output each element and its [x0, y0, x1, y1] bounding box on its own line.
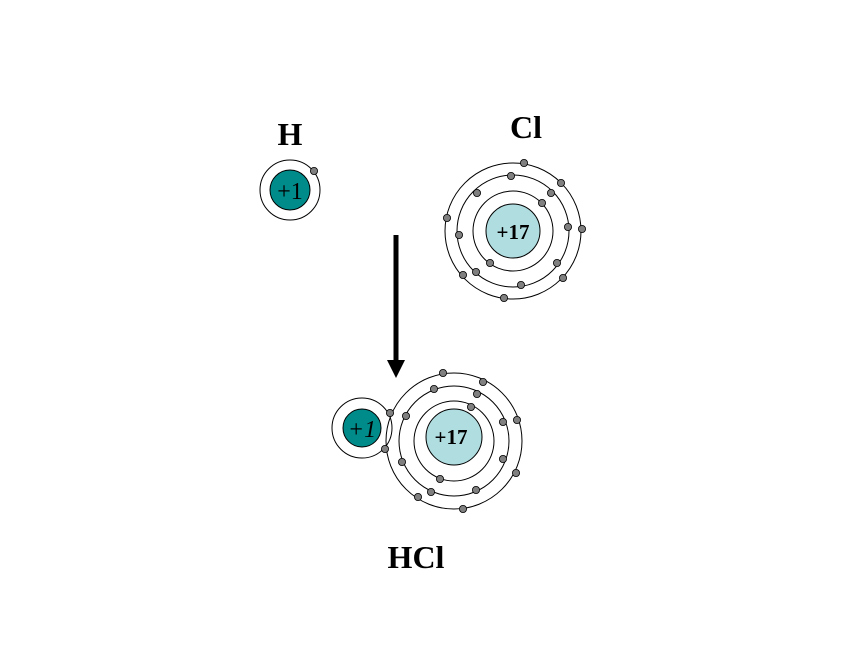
- electron: [413, 492, 422, 501]
- molecule-cl-nucleus: [425, 408, 483, 466]
- hydrogen-charge: +1: [277, 179, 303, 205]
- electron: [506, 171, 515, 180]
- electron: [471, 485, 480, 494]
- electron: [485, 258, 494, 267]
- electron: [401, 411, 410, 420]
- hydrogen-label: H: [277, 116, 303, 152]
- electron: [517, 280, 526, 289]
- electron: [553, 258, 562, 267]
- molecule-cl-orbit-outer: [385, 372, 523, 510]
- electron: [466, 402, 475, 411]
- electron: [429, 384, 438, 393]
- electron: [547, 188, 556, 197]
- hydrogen-orbit: [259, 159, 321, 221]
- electron: [471, 267, 480, 276]
- electron: [472, 188, 481, 197]
- electron: [520, 158, 529, 167]
- chlorine-atom: +17: [442, 158, 587, 302]
- reaction-arrow: [387, 235, 405, 378]
- chlorine-orbit-inner: [472, 190, 554, 272]
- electron: [512, 468, 521, 477]
- electron: [397, 457, 406, 466]
- electron: [564, 222, 573, 231]
- molecule-h-nucleus: [342, 408, 382, 448]
- hydrogen-nucleus: [269, 169, 311, 211]
- electron: [458, 504, 467, 513]
- chlorine-nucleus: [485, 203, 541, 259]
- electron: [538, 198, 547, 207]
- molecule-h-orbit: [331, 397, 393, 459]
- electron: [499, 293, 508, 302]
- electron: [454, 230, 463, 239]
- hcl-molecule: +1 +17: [331, 368, 523, 513]
- electron: [472, 389, 481, 398]
- molecule-cl-charge: +17: [435, 425, 468, 449]
- electron: [458, 270, 467, 279]
- electron: [426, 487, 435, 496]
- electron: [478, 377, 487, 386]
- chlorine-charge: +17: [497, 220, 530, 244]
- molecule-cl-orbit-inner: [413, 400, 495, 482]
- electron: [513, 415, 522, 424]
- shared-electron: [385, 408, 394, 417]
- electron: [438, 368, 447, 377]
- shared-electron: [380, 444, 389, 453]
- electron: [435, 474, 444, 483]
- electron: [442, 213, 451, 222]
- electron: [557, 178, 566, 187]
- molecule-h-charge: +1: [348, 417, 376, 443]
- molecule-cl-orbit-middle: [398, 385, 510, 497]
- chlorine-electrons: [442, 158, 587, 302]
- electron: [498, 417, 507, 426]
- chlorine-label: Cl: [510, 109, 542, 145]
- hydrogen-atom: +1: [259, 159, 321, 221]
- arrow-head: [387, 360, 405, 378]
- hcl-label: HCl: [387, 539, 445, 575]
- hydrogen-electron: [309, 166, 318, 175]
- molecule-electrons: [380, 368, 522, 513]
- electron: [578, 224, 587, 233]
- electron: [498, 454, 507, 463]
- electron: [559, 273, 568, 282]
